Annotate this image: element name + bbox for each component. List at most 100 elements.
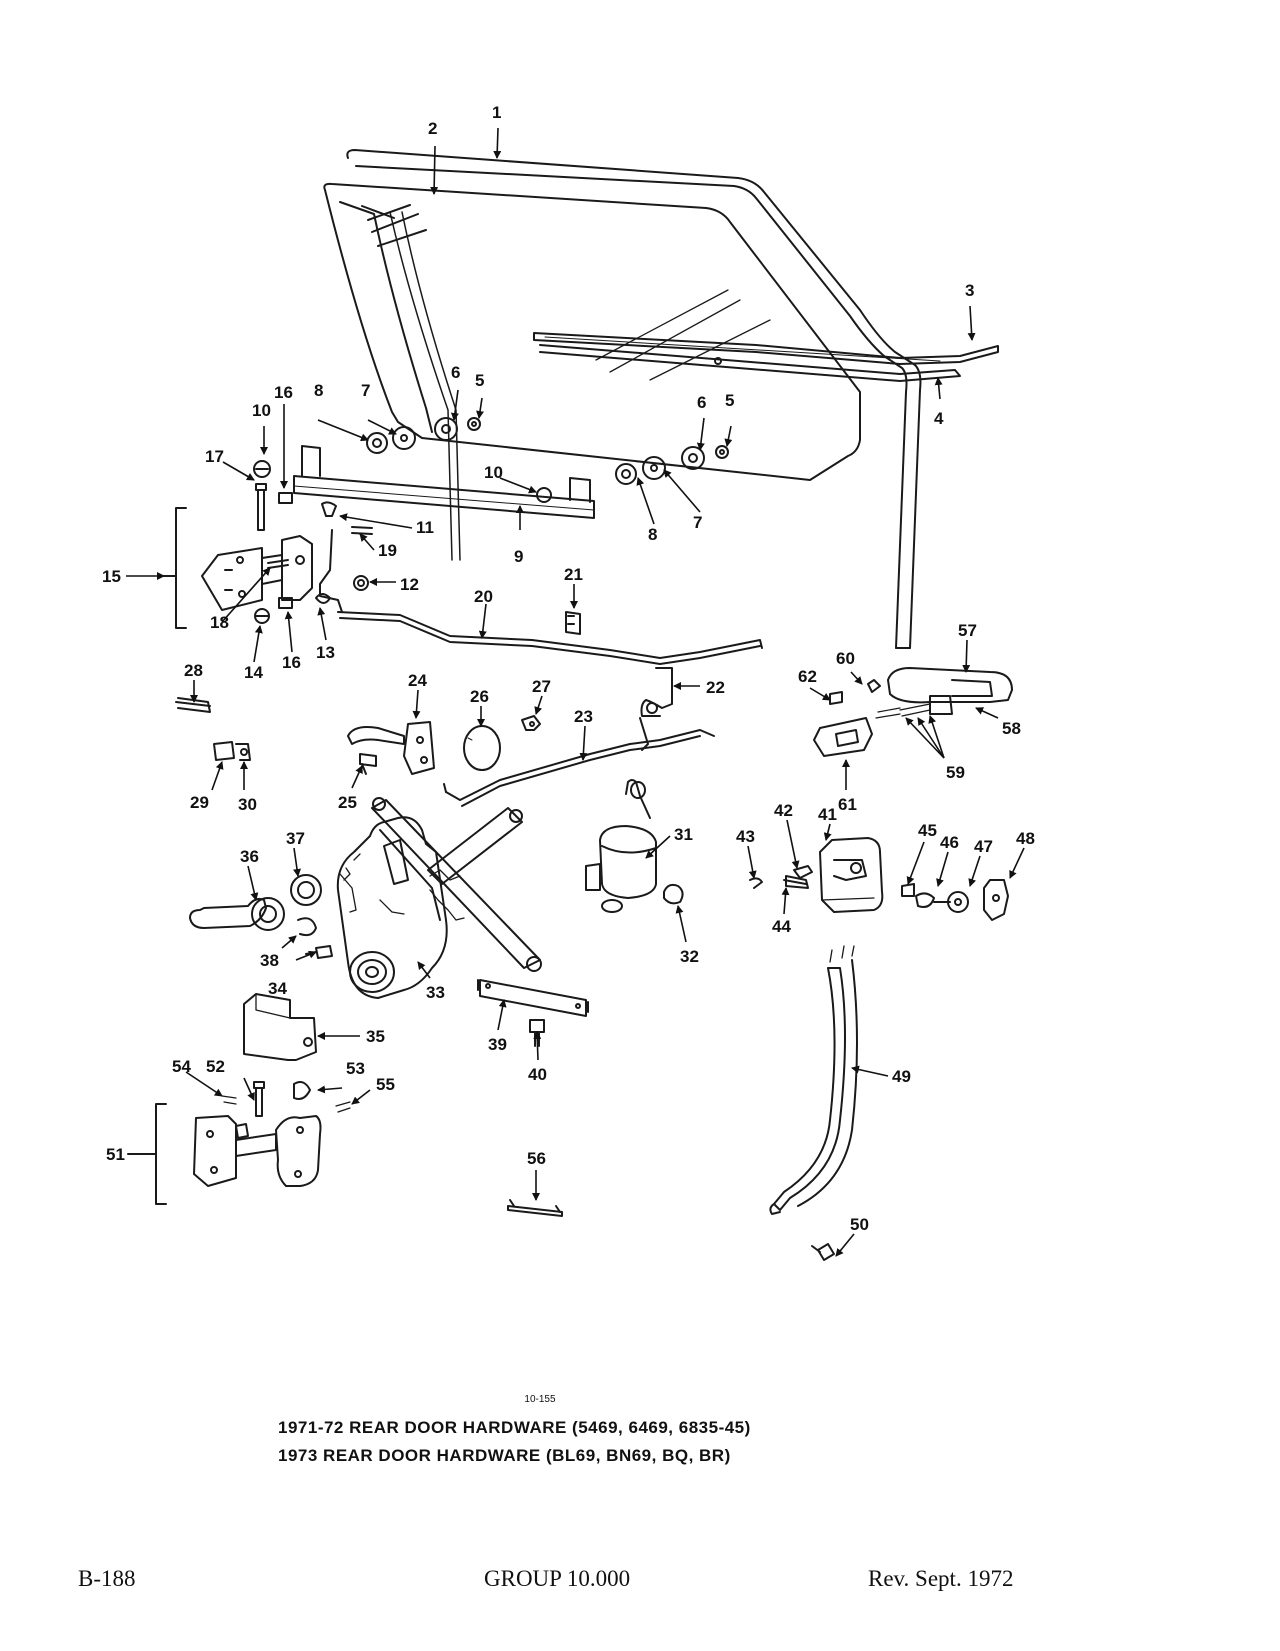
- callout-labels: 1 2 3 4 5 5 6 6 7 7 8 8 9 10 10 11 12 13…: [102, 103, 1035, 1234]
- callout-16a: 16: [274, 383, 293, 402]
- callout-49: 49: [892, 1067, 911, 1086]
- lower-hinge-part: [127, 1103, 322, 1205]
- trim-retainer-part: [507, 1199, 563, 1217]
- callout-46: 46: [940, 833, 959, 852]
- diagram-caption-1971-72: 1971-72 REAR DOOR HARDWARE (5469, 6469, …: [278, 1418, 751, 1437]
- access-hole-cover-part: [463, 725, 501, 771]
- callout-7b: 7: [693, 513, 702, 532]
- nut-parts: [253, 460, 552, 503]
- callout-50: 50: [850, 1215, 869, 1234]
- lock-rod-linkage-part: [319, 529, 343, 613]
- callout-24: 24: [408, 671, 427, 690]
- callout-16b: 16: [282, 653, 301, 672]
- regulator-support-part: [243, 993, 317, 1061]
- callout-2: 2: [428, 119, 437, 138]
- clip-part-27: [521, 715, 541, 731]
- callout-34: 34: [268, 979, 287, 998]
- callout-19: 19: [378, 541, 397, 560]
- channel-bracket-part: [477, 979, 589, 1017]
- glass-channel-part: [293, 445, 595, 519]
- roller-group-left: [366, 417, 481, 454]
- callout-31: 31: [674, 825, 693, 844]
- callout-18: 18: [210, 613, 229, 632]
- plug-part: [663, 883, 684, 905]
- callout-60: 60: [836, 649, 855, 668]
- callout-5b: 5: [725, 391, 734, 410]
- callout-21: 21: [564, 565, 583, 584]
- callout-39: 39: [488, 1035, 507, 1054]
- outer-belt-molding-part: [539, 344, 961, 382]
- stud-part-28: [175, 697, 211, 713]
- callout-38: 38: [260, 951, 279, 970]
- belt-weatherstrip-part: [533, 332, 999, 365]
- callout-26: 26: [470, 687, 489, 706]
- callout-42: 42: [774, 801, 793, 820]
- callout-11: 11: [416, 518, 434, 537]
- remote-bolt-part: [359, 753, 377, 775]
- door-glass-part: [323, 182, 861, 561]
- callout-54: 54: [172, 1057, 191, 1076]
- callout-37: 37: [286, 829, 305, 848]
- check-and-clip-parts: [213, 741, 251, 761]
- callout-9: 9: [514, 547, 523, 566]
- window-motor-part: [585, 779, 657, 913]
- hinge-pin-part: [255, 483, 267, 531]
- lower-hinge-fastener-parts: [221, 1081, 351, 1117]
- callout-41: 41: [818, 805, 837, 824]
- callout-51: 51: [106, 1145, 125, 1164]
- callout-6a: 6: [451, 363, 460, 382]
- callout-56: 56: [527, 1149, 546, 1168]
- window-regulator-part: [336, 797, 542, 999]
- callout-47: 47: [974, 837, 993, 856]
- callout-23: 23: [574, 707, 593, 726]
- revision-date: Rev. Sept. 1972: [868, 1566, 1014, 1591]
- callout-22: 22: [706, 678, 725, 697]
- callout-32: 32: [680, 947, 699, 966]
- callout-30: 30: [238, 795, 257, 814]
- callout-8b: 8: [648, 525, 657, 544]
- callout-8a: 8: [314, 381, 323, 400]
- striker-parts: [901, 879, 1009, 921]
- outside-handle-part: [813, 667, 1013, 757]
- callout-5a: 5: [475, 371, 484, 390]
- remote-control-part: [347, 721, 435, 775]
- page-number: B-188: [78, 1566, 136, 1591]
- callout-leaders: [126, 127, 1025, 1257]
- clip-and-grommet-parts: [315, 501, 369, 604]
- diagram-caption-1973: 1973 REAR DOOR HARDWARE (BL69, BN69, BQ,…: [278, 1446, 731, 1465]
- escutcheon-and-clip-parts: [290, 874, 322, 937]
- regulator-bolt-part: [305, 945, 333, 959]
- callout-13: 13: [316, 643, 335, 662]
- callout-1: 1: [492, 103, 501, 122]
- callout-28: 28: [184, 661, 203, 680]
- callout-57: 57: [958, 621, 977, 640]
- callout-7a: 7: [361, 381, 370, 400]
- callout-45: 45: [918, 821, 937, 840]
- callout-15: 15: [102, 567, 121, 586]
- callout-20: 20: [474, 587, 493, 606]
- callout-58: 58: [1002, 719, 1021, 738]
- window-run-channel-part: [346, 149, 922, 649]
- callout-35: 35: [366, 1027, 385, 1046]
- callout-52: 52: [206, 1057, 225, 1076]
- remote-rod-part: [443, 729, 715, 807]
- channel-screw-part: [811, 1243, 835, 1261]
- callout-44: 44: [772, 917, 791, 936]
- callout-59: 59: [946, 763, 965, 782]
- callout-10a: 10: [252, 401, 271, 420]
- upper-hinge-part: [163, 507, 313, 629]
- group-number: GROUP 10.000: [484, 1566, 631, 1591]
- callout-55: 55: [376, 1075, 395, 1094]
- lock-small-parts: [749, 865, 813, 889]
- rear-run-channel-part: [769, 945, 858, 1215]
- callout-12: 12: [400, 575, 419, 594]
- callout-43: 43: [736, 827, 755, 846]
- callout-61: 61: [838, 795, 857, 814]
- door-lock-latch-part: [819, 837, 884, 913]
- lock-rod-part: [337, 611, 763, 665]
- callout-4: 4: [934, 409, 944, 428]
- callout-10b: 10: [484, 463, 503, 482]
- callout-40: 40: [528, 1065, 547, 1084]
- callout-3: 3: [965, 281, 974, 300]
